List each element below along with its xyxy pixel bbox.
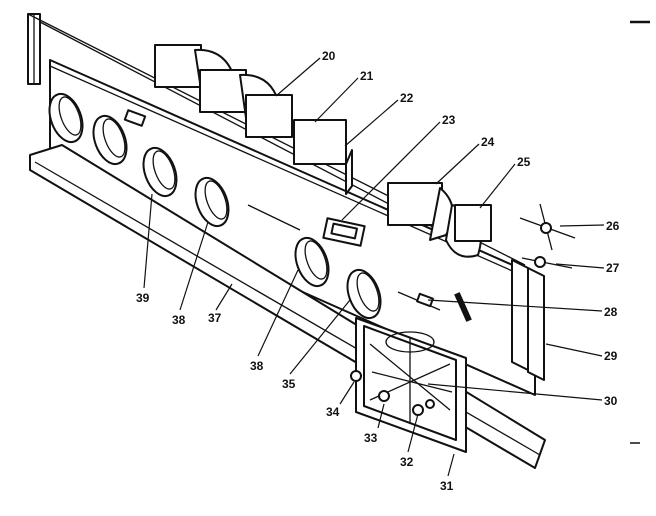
knob bbox=[48, 92, 84, 144]
callout-29: 29 bbox=[604, 349, 618, 363]
switch-housings bbox=[154, 44, 353, 195]
callout-32: 32 bbox=[400, 455, 414, 469]
callout-25: 25 bbox=[517, 155, 531, 169]
callout-34: 34 bbox=[326, 405, 340, 419]
callout-38-upper: 38 bbox=[172, 313, 186, 327]
rear-switches bbox=[387, 182, 492, 258]
callout-20: 20 bbox=[322, 49, 336, 63]
callout-39: 39 bbox=[136, 291, 150, 305]
timer-assembly bbox=[350, 317, 467, 453]
knob bbox=[346, 268, 382, 320]
knob bbox=[194, 176, 230, 228]
callout-21: 21 bbox=[360, 69, 374, 83]
callout-22: 22 bbox=[400, 91, 414, 105]
callout-37: 37 bbox=[208, 311, 222, 325]
indicator-light bbox=[322, 217, 366, 247]
control-knobs bbox=[48, 92, 441, 320]
side-bracket bbox=[511, 259, 545, 381]
control-panel bbox=[49, 59, 536, 396]
callout-38-lower: 38 bbox=[250, 359, 264, 373]
knob bbox=[92, 114, 128, 166]
callout-26: 26 bbox=[606, 219, 620, 233]
callout-33: 33 bbox=[364, 431, 378, 445]
callout-24: 24 bbox=[481, 135, 495, 149]
knob bbox=[294, 236, 330, 288]
knob bbox=[142, 146, 178, 198]
callout-30: 30 bbox=[604, 394, 618, 408]
leader-lines bbox=[143, 57, 605, 477]
loose-parts bbox=[519, 203, 576, 269]
callout-31: 31 bbox=[440, 479, 454, 493]
callout-23: 23 bbox=[442, 113, 456, 127]
callout-35: 35 bbox=[282, 377, 296, 391]
callout-28: 28 bbox=[604, 305, 618, 319]
callout-labels: 20 21 22 23 24 25 26 27 28 29 30 31 32 3… bbox=[136, 49, 620, 493]
left-bracket bbox=[27, 13, 41, 85]
callout-27: 27 bbox=[606, 261, 620, 275]
